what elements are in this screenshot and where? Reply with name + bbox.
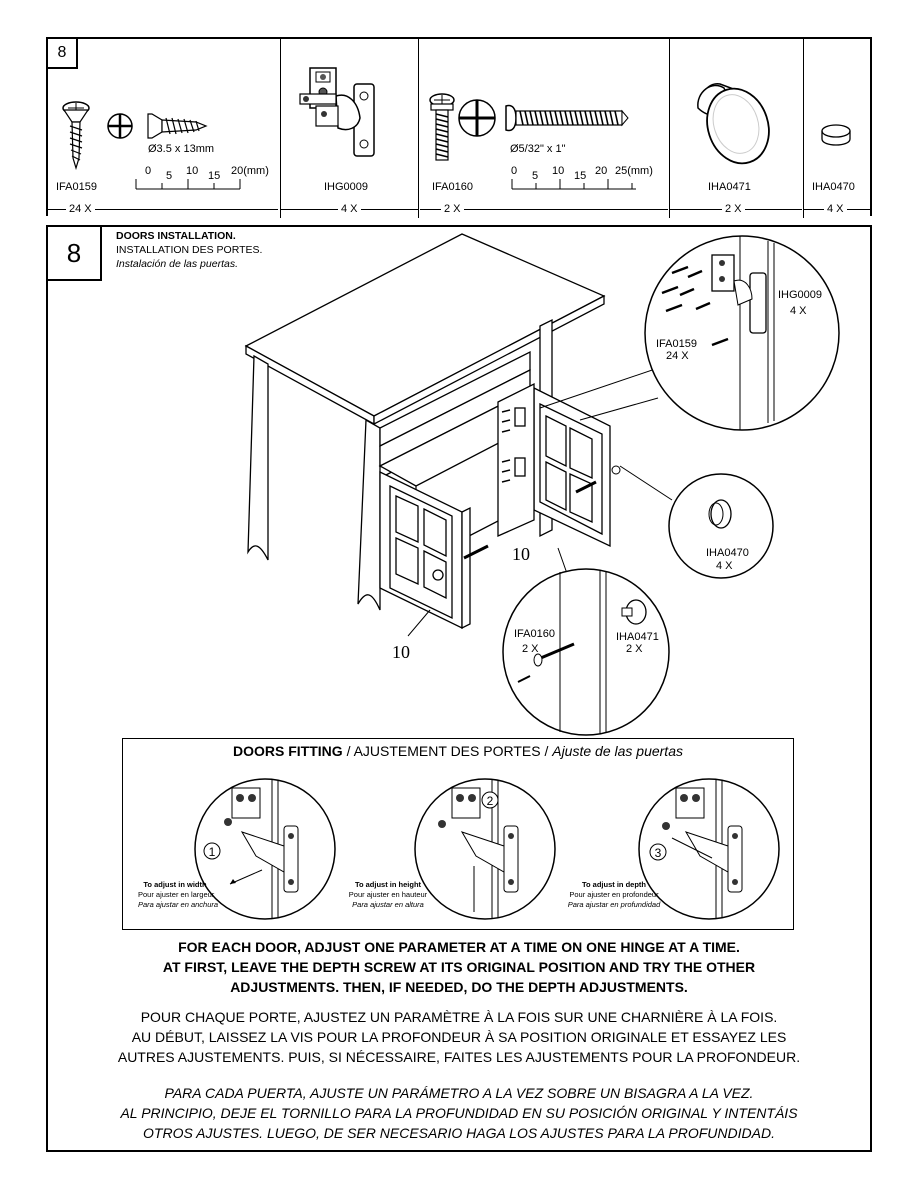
instructions-fr: POUR CHAQUE PORTE, AJUSTEZ UN PARAMÈTRE … — [117, 1009, 801, 1065]
ruler-tick: 5 — [532, 170, 539, 182]
ruler-tick: 15 — [208, 170, 221, 182]
door-number-label: 10 — [392, 642, 410, 662]
ruler-tick: 20 — [595, 165, 608, 177]
ruler-tick: 5 — [166, 170, 173, 182]
callout-qty: 4 X — [790, 305, 807, 317]
ruler-tick: 25(mm) — [615, 165, 653, 177]
ruler-icon — [511, 179, 636, 190]
part-qty: 4 X — [338, 203, 361, 215]
part-spec: Ø5/32" x 1" — [510, 143, 566, 155]
bumper-detail-callout — [668, 473, 774, 579]
callout-code: IHA0471 — [616, 631, 659, 643]
ruler-icon — [135, 179, 241, 190]
part-code: IFA0159 — [56, 181, 97, 193]
svg-text:3: 3 — [655, 846, 662, 860]
callout-code: IFA0159 — [656, 338, 697, 350]
ruler-tick: 10 — [186, 165, 199, 177]
svg-text:1: 1 — [209, 845, 216, 859]
machine-screw-icon — [429, 93, 629, 161]
adjust-depth-figure: 3 — [638, 778, 780, 920]
cabinet-assembly-drawing: 10 10 — [244, 233, 673, 662]
ruler-tick: 0 — [145, 165, 152, 177]
callout-qty: 2 X — [522, 643, 539, 655]
hinge-icon — [299, 67, 375, 157]
bumper-icon — [821, 124, 851, 146]
callout-qty: 24 X — [666, 350, 689, 362]
callout-code: IHG0009 — [778, 289, 823, 301]
instructions-es: PARA CADA PUERTA, AJUSTE UN PARÁMETRO A … — [120, 1085, 798, 1141]
doors-fitting-title: DOORS FITTING / AJUSTEMENT DES PORTES / … — [233, 743, 683, 759]
part-qty: 24 X — [66, 203, 95, 215]
ruler-tick: 0 — [511, 165, 518, 177]
adjust-height-figure: 2 — [414, 778, 556, 920]
part-code: IFA0160 — [432, 181, 473, 193]
step-title-fr: INSTALLATION DES PORTES. — [116, 244, 263, 256]
svg-text:2: 2 — [487, 794, 494, 808]
step-title-es: Instalación de las puertas. — [116, 258, 238, 270]
callout-qty: 4 X — [716, 560, 733, 572]
callout-qty: 2 X — [626, 643, 643, 655]
knob-icon — [697, 83, 770, 165]
step-number-badge: 8 — [46, 225, 102, 281]
ruler-tick: 20(mm) — [231, 165, 269, 177]
callout-code: IFA0160 — [514, 628, 555, 640]
step-number-badge: 8 — [46, 37, 78, 69]
door-number-label: 10 — [512, 544, 530, 564]
ruler-tick: 15 — [574, 170, 587, 182]
part-code: IHA0470 — [812, 181, 855, 193]
step-title-en: DOORS INSTALLATION. — [116, 230, 236, 242]
hinge-detail-callout — [644, 235, 840, 431]
callout-code: IHA0470 — [706, 547, 749, 559]
parts-strip — [46, 37, 872, 218]
adjust-width-figure: 1 — [194, 778, 336, 920]
part-code: IHG0009 — [324, 181, 369, 193]
instructions-en: FOR EACH DOOR, ADJUST ONE PARAMETER AT A… — [162, 939, 756, 995]
doors-fitting-box — [122, 738, 794, 930]
part-qty: 2 X — [441, 203, 464, 215]
knob-detail-callout — [502, 568, 670, 736]
step-panel — [46, 225, 872, 1152]
part-qty: 2 X — [722, 203, 745, 215]
part-qty: 4 X — [824, 203, 847, 215]
part-code: IHA0471 — [708, 181, 751, 193]
ruler-tick: 10 — [552, 165, 565, 177]
wood-screw-icon — [62, 101, 208, 170]
part-spec: Ø3.5 x 13mm — [148, 143, 215, 155]
